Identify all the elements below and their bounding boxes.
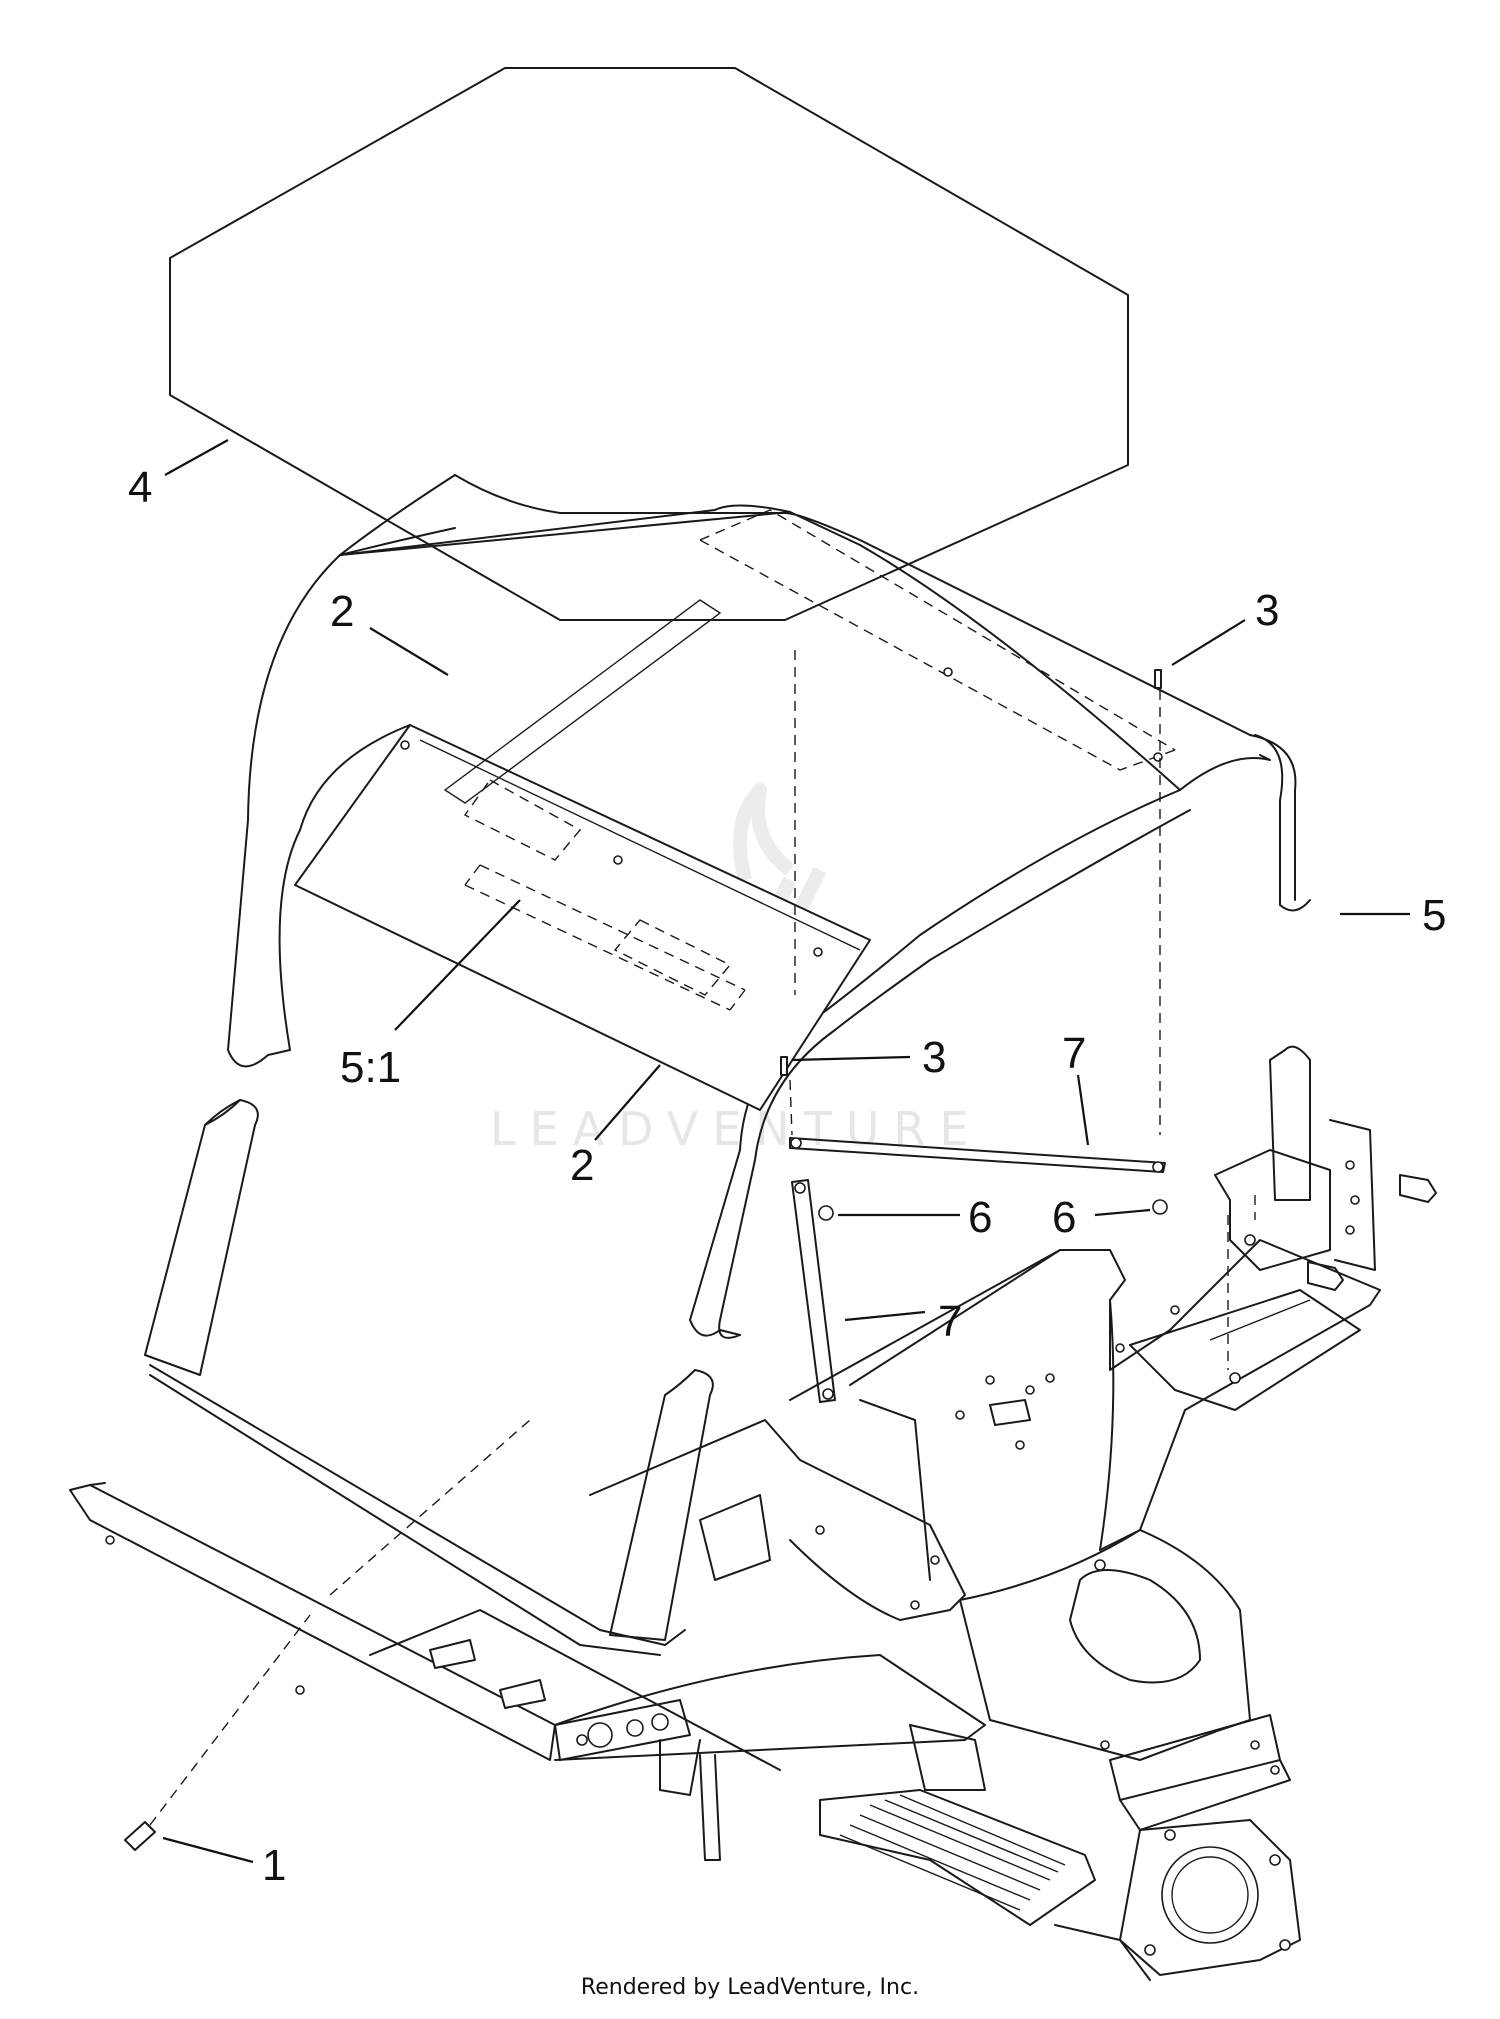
leader-4 xyxy=(164,439,229,476)
screw-3-upper xyxy=(1154,669,1162,689)
callout-5-1: 5:1 xyxy=(340,1043,401,1092)
leader-2b xyxy=(594,1064,661,1141)
callout-6-right: 6 xyxy=(1052,1193,1076,1242)
callout-6-left: 6 xyxy=(968,1193,992,1242)
callout-5: 5 xyxy=(1422,891,1446,940)
callout-7-lower: 7 xyxy=(938,1297,962,1346)
nut-6-right xyxy=(1152,1199,1168,1215)
callout-3-lower: 3 xyxy=(922,1033,946,1082)
leader-3b xyxy=(791,1055,911,1062)
assembly-lines xyxy=(149,650,1256,1826)
brace-straps xyxy=(789,1137,1166,1403)
watermark-text: LEADVENTURE xyxy=(490,1102,983,1156)
bolt-right-lower xyxy=(1307,1261,1344,1291)
callout-leaders xyxy=(162,439,1410,1864)
callout-2-upper: 2 xyxy=(330,587,354,636)
canopy-shell xyxy=(227,474,1311,1339)
leader-7a xyxy=(1076,1074,1090,1146)
leader-1 xyxy=(162,1836,254,1864)
nut-6-left xyxy=(818,1205,834,1221)
callout-2-lower: 2 xyxy=(570,1141,594,1190)
bolt-1 xyxy=(124,1821,156,1851)
callout-1: 1 xyxy=(262,1841,286,1890)
leadventure-watermark: LEADVENTURE xyxy=(490,783,983,1156)
hardware xyxy=(124,669,1437,1851)
leader-7b xyxy=(844,1310,926,1322)
footer-credit: Rendered by LeadVenture, Inc. xyxy=(580,1975,920,2000)
callout-3-upper: 3 xyxy=(1255,586,1279,635)
leader-6b xyxy=(1094,1208,1151,1217)
leader-51 xyxy=(394,899,521,1031)
screw-3-lower xyxy=(780,1056,788,1076)
rops-posts xyxy=(144,1045,1311,1641)
leader-2a xyxy=(369,627,449,676)
callout-4: 4 xyxy=(128,463,152,512)
leader-3a xyxy=(1171,619,1246,666)
tractor-frame xyxy=(69,1119,1381,1981)
callout-7-upper: 7 xyxy=(1062,1029,1086,1078)
roof-panel xyxy=(169,67,1129,621)
bolt-right-upper xyxy=(1399,1174,1437,1203)
callout-labels: 1 2 2 3 3 4 5 5:1 6 6 7 7 xyxy=(128,463,1446,1890)
